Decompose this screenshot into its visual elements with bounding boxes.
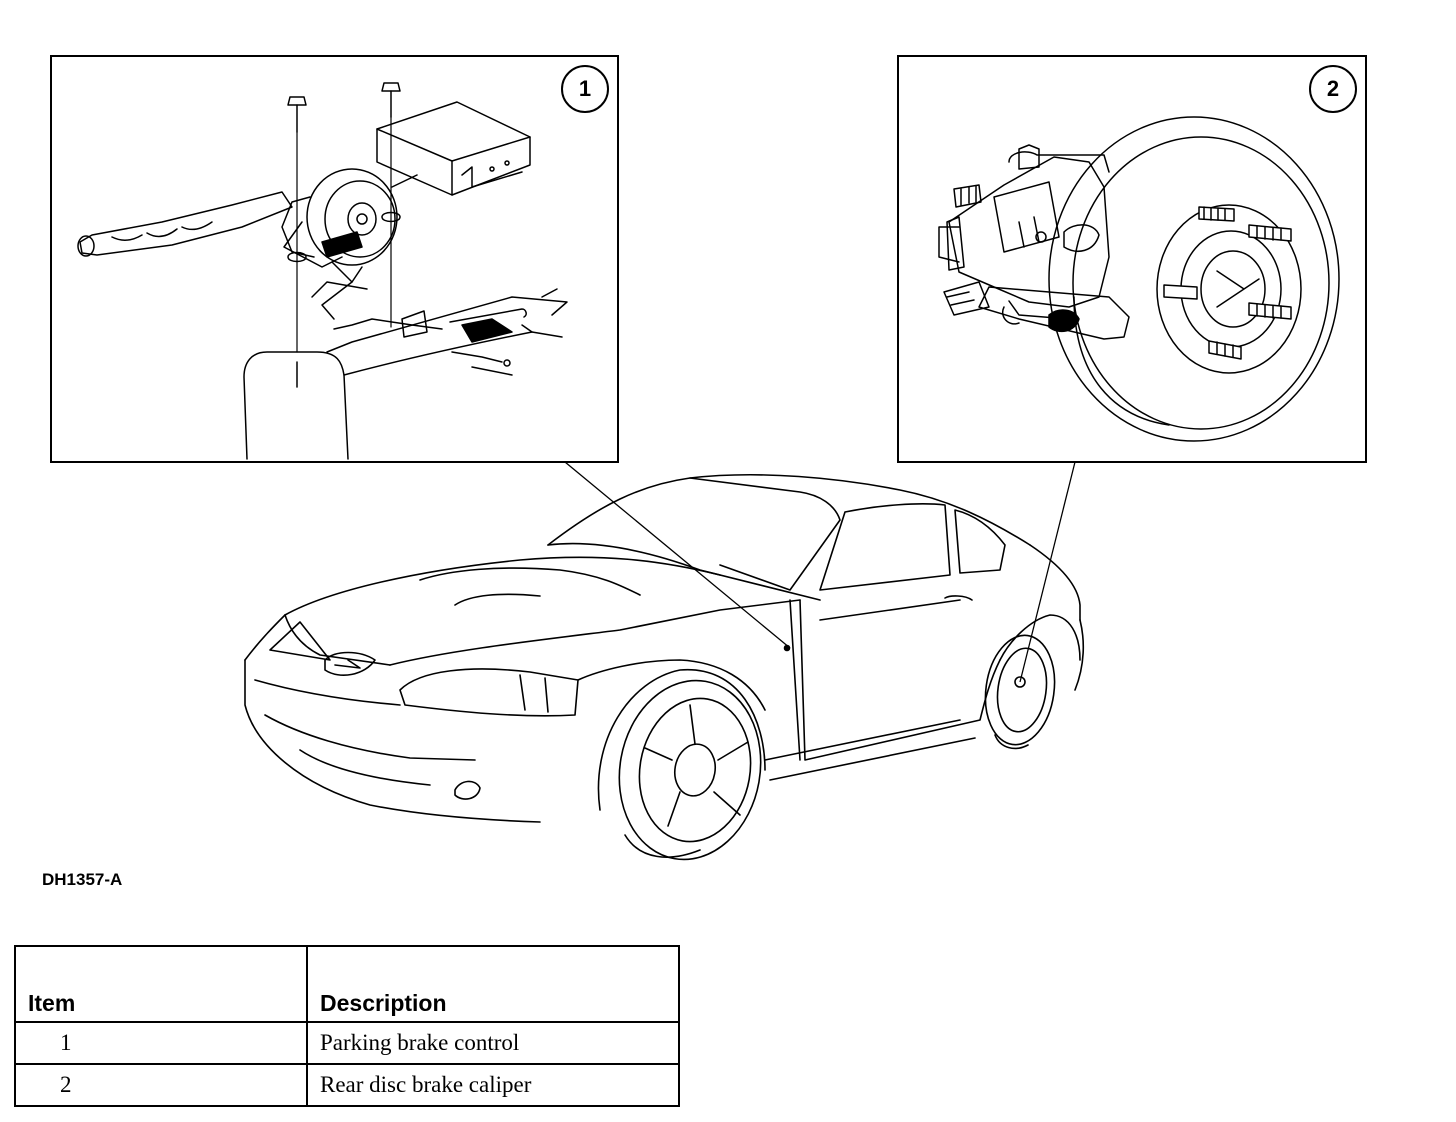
legend-item-number: 2: [14, 1063, 308, 1107]
parking-brake-illustration: [77, 82, 568, 460]
legend-header-row: Item Description: [14, 945, 680, 1023]
legend-item-description: Parking brake control: [306, 1021, 680, 1065]
detail-panel-parking-brake: 1: [50, 55, 619, 463]
legend-table: Item Description 1 Parking brake control…: [14, 945, 680, 1107]
legend-item-description: Rear disc brake caliper: [306, 1063, 680, 1107]
callout-2: 2: [1309, 65, 1357, 113]
detail-panel-rear-caliper: 2: [897, 55, 1367, 463]
legend-header-item: Item: [14, 945, 308, 1023]
legend-item-number: 1: [14, 1021, 308, 1065]
table-row: 2 Rear disc brake caliper: [14, 1063, 680, 1107]
figure-id-label: DH1357-A: [42, 870, 123, 889]
legend-header-description: Description: [306, 945, 680, 1023]
rear-caliper-illustration: [938, 116, 1340, 442]
callout-1: 1: [561, 65, 609, 113]
table-row: 1 Parking brake control: [14, 1021, 680, 1065]
